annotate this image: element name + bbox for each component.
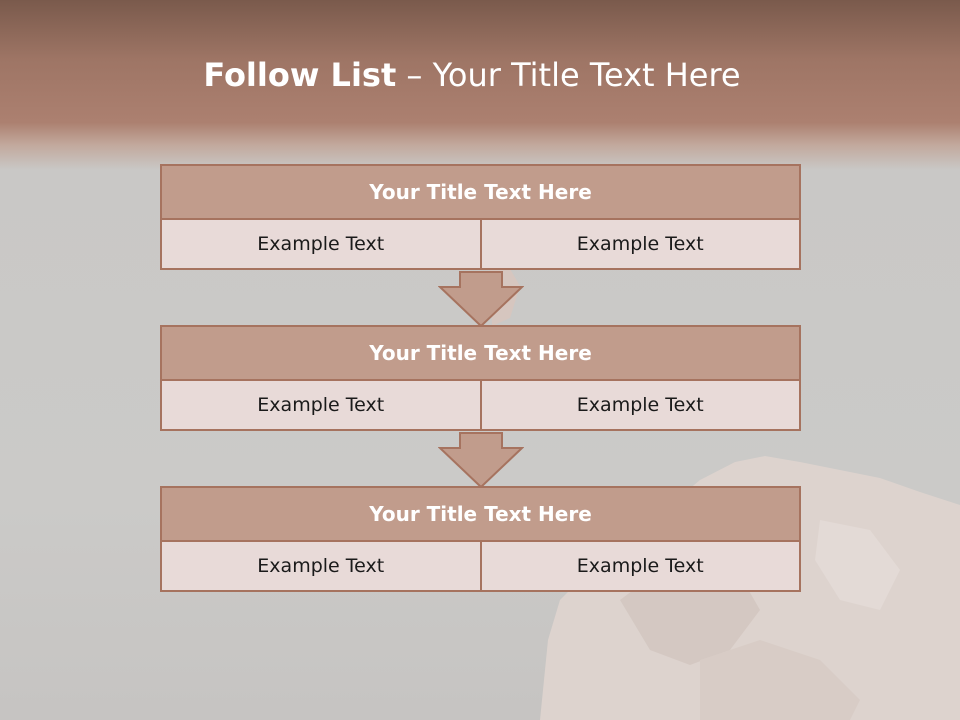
step-cell-left: Example Text [257, 394, 385, 416]
title-rest: – Your Title Text Here [406, 56, 741, 94]
title-bold: Follow List [203, 56, 397, 94]
step-block-2: Your Title Text Here Example Text Exampl… [160, 325, 801, 431]
step-heading: Your Title Text Here [160, 325, 801, 381]
step-cell-right: Example Text [479, 220, 800, 268]
step-row: Example Text Example Text [160, 220, 801, 270]
down-arrow-icon [438, 271, 524, 327]
down-arrow-icon [438, 432, 524, 488]
step-heading: Your Title Text Here [160, 164, 801, 220]
step-block-1: Your Title Text Here Example Text Exampl… [160, 164, 801, 270]
step-cell-right: Example Text [479, 381, 800, 429]
step-block-3: Your Title Text Here Example Text Exampl… [160, 486, 801, 592]
page-title: Follow List – Your Title Text Here [0, 56, 944, 94]
step-row: Example Text Example Text [160, 542, 801, 592]
header-band [0, 0, 960, 170]
step-heading: Your Title Text Here [160, 486, 801, 542]
step-row: Example Text Example Text [160, 381, 801, 431]
step-cell-right: Example Text [479, 542, 800, 590]
step-cell-left: Example Text [257, 555, 385, 577]
step-cell-left: Example Text [257, 233, 385, 255]
